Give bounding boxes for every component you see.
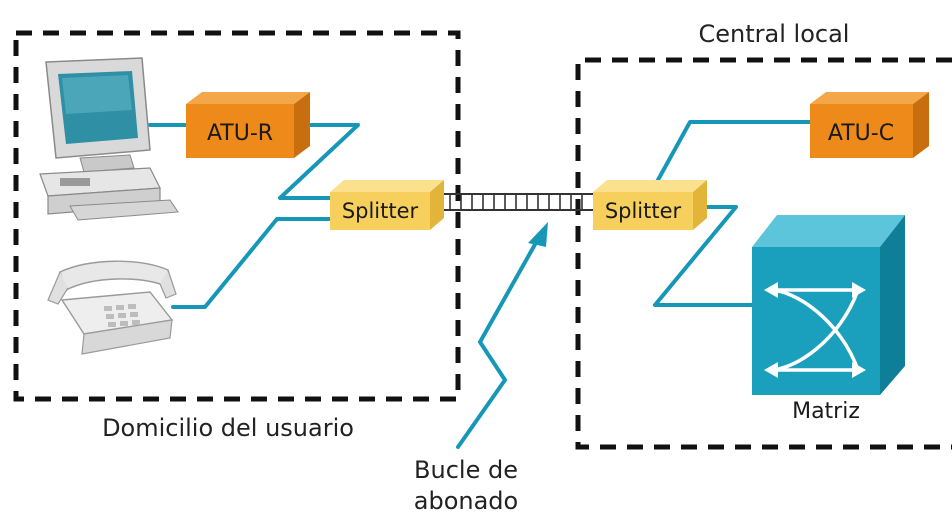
central-office-title: Central local <box>699 20 850 48</box>
user-premises-boundary <box>13 30 461 402</box>
splitter-left-box: Splitter <box>330 180 444 230</box>
wire-splitter-atuc <box>646 120 817 200</box>
matrix-switch-icon: Matriz <box>752 215 905 424</box>
subscriber-loop-lightning <box>456 230 544 449</box>
atu-r-box: ATU-R <box>186 92 310 158</box>
lightning-arrowhead <box>528 222 548 247</box>
copper-pair-line <box>444 193 593 211</box>
wire-phone-splitter <box>171 217 340 309</box>
atu-c-label: ATU-C <box>828 121 894 146</box>
splitter-right-box: Splitter <box>593 180 707 230</box>
user-premises-title: Domicilio del usuario <box>102 414 354 442</box>
wire-atur-splitter <box>278 123 360 200</box>
computer-icon <box>39 57 179 221</box>
splitter-left-label: Splitter <box>342 199 419 223</box>
wires <box>148 120 817 449</box>
atu-r-label: ATU-R <box>207 121 273 146</box>
subscriber-loop-label-line1: Bucle de <box>414 456 518 484</box>
splitter-right-label: Splitter <box>605 199 682 223</box>
central-office-boundary <box>575 57 952 450</box>
telephone-icon <box>47 260 177 355</box>
subscriber-loop-label-line2: abonado <box>414 487 518 515</box>
wire-splitter-matrix <box>653 205 754 307</box>
atu-c-box: ATU-C <box>810 92 929 158</box>
matrix-label: Matriz <box>792 399 860 424</box>
